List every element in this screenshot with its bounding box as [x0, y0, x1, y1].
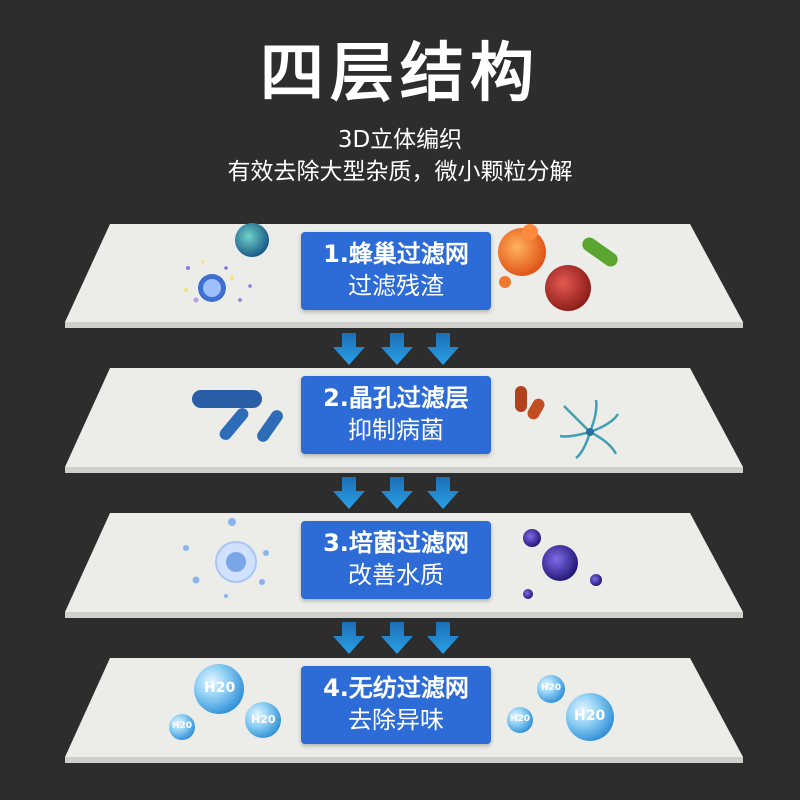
layer-3-label: 3.培菌过滤网 改善水质 [301, 521, 491, 599]
virus-cluster-icon [184, 223, 269, 303]
layer-1-subtitle: 过滤残渣 [348, 272, 444, 300]
down-arrow-icon [381, 333, 413, 365]
down-arrow-icon [427, 477, 459, 509]
layer-4-label: 4.无纺过滤网 去除异味 [301, 666, 491, 744]
layer-3-title: 3.培菌过滤网 [323, 529, 469, 557]
down-arrow-icon [333, 333, 365, 365]
layer-4-title: 4.无纺过滤网 [323, 674, 469, 702]
bacteria-cluster-icon [498, 224, 618, 311]
bubble-label: H20 [172, 721, 193, 731]
down-arrow-icon [427, 622, 459, 654]
down-arrow-icon [427, 333, 459, 365]
bubble-label: H20 [541, 683, 562, 693]
layer-2-title: 2.晶孔过滤层 [323, 384, 469, 412]
water-bubbles-left-icon [169, 664, 281, 740]
down-arrow-icon [381, 622, 413, 654]
bubble-label: H20 [251, 713, 276, 726]
subtitle-line-1: 3D立体编织 [337, 127, 463, 153]
bubble-label: H20 [574, 708, 606, 724]
rod-bacteria-icon [192, 390, 283, 442]
layer-2-label: 2.晶孔过滤层 抑制病菌 [301, 376, 491, 454]
layer-2-subtitle: 抑制病菌 [348, 416, 444, 444]
virus-purple-icon [523, 529, 602, 599]
layer-4-subtitle: 去除异味 [348, 706, 444, 734]
bubble-label: H20 [204, 680, 236, 696]
layer-1-title: 1.蜂巢过滤网 [323, 240, 469, 268]
water-bubbles-right-icon [507, 675, 614, 741]
down-arrow-icon [381, 477, 413, 509]
layer-1-label: 1.蜂巢过滤网 过滤残渣 [301, 232, 491, 310]
layer-3-subtitle: 改善水质 [348, 561, 444, 589]
germ-icon [515, 386, 620, 459]
page-title: 四层结构 [260, 37, 540, 111]
cell-icon [183, 518, 269, 598]
down-arrow-icon [333, 622, 365, 654]
subtitle-line-2: 有效去除大型杂质，微小颗粒分解 [227, 159, 573, 185]
bubble-label: H20 [510, 714, 531, 724]
down-arrow-icon [333, 477, 365, 509]
